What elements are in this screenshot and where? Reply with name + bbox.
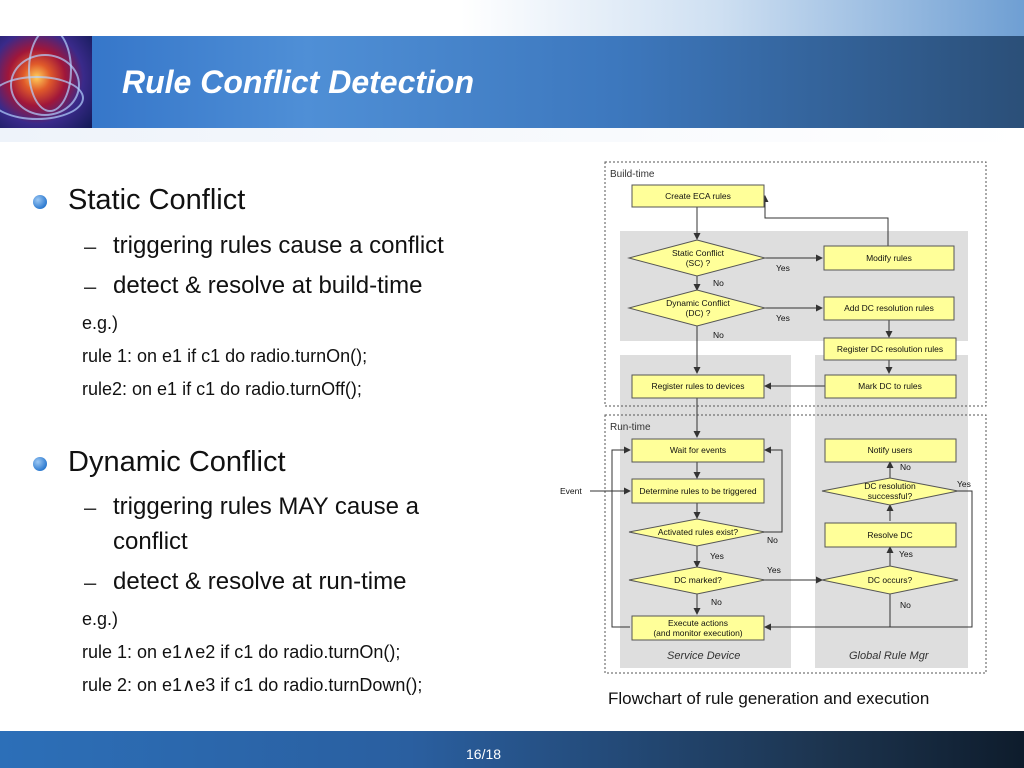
static-example-label: e.g.) bbox=[82, 313, 119, 333]
build-time-section bbox=[604, 161, 987, 407]
node-create-eca-rules bbox=[631, 184, 765, 208]
dynamic-rule-2: rule 2: on e1∧e3 if c1 do radio.turnDown… bbox=[82, 675, 423, 695]
dash-icon: – bbox=[84, 570, 97, 595]
node-dc-resolution bbox=[821, 477, 959, 506]
label-activated-no: No bbox=[767, 535, 778, 545]
dynamic-point-2: detect & resolve at run-time bbox=[113, 568, 407, 595]
label-activated-yes: Yes bbox=[710, 551, 724, 561]
node-wait-events-text: Wait for events bbox=[670, 445, 726, 455]
heading-dynamic-conflict: Dynamic Conflict bbox=[68, 446, 286, 478]
globe-logo-icon bbox=[0, 36, 92, 128]
node-determine-rules bbox=[631, 478, 765, 504]
label-dcr-yes: Yes bbox=[957, 479, 971, 489]
heading-static-conflict: Static Conflict bbox=[68, 184, 246, 216]
dash-icon: – bbox=[84, 274, 97, 299]
edge-execute-wait bbox=[611, 446, 631, 628]
node-resolve-dc-text: Resolve DC bbox=[867, 530, 912, 540]
global-rule-mgr-label: Global Rule Mgr bbox=[849, 650, 930, 662]
label-dc-yes: Yes bbox=[776, 313, 790, 323]
static-rule-1: rule 1: on e1 if c1 do radio.turnOn(); bbox=[82, 346, 368, 366]
static-rule-2: rule2: on e1 if c1 do radio.turnOff(); bbox=[82, 379, 362, 399]
footer-bar bbox=[0, 731, 1024, 768]
edge-activated-wait bbox=[764, 446, 783, 533]
dynamic-point-1-cont: conflict bbox=[113, 528, 188, 555]
node-execute-actions-text-2: (and monitor execution) bbox=[653, 628, 742, 638]
bullet-icon bbox=[33, 195, 47, 209]
edge-dcr-execute bbox=[764, 490, 973, 631]
node-register-devices-text: Register rules to devices bbox=[651, 381, 744, 391]
label-occurs-yes: Yes bbox=[899, 549, 913, 559]
node-activated-rules-text: Activated rules exist? bbox=[658, 527, 739, 537]
label-marked-yes: Yes bbox=[767, 565, 781, 575]
label-dc-no: No bbox=[713, 330, 724, 340]
service-device-label: Service Device bbox=[667, 650, 740, 662]
node-dynamic-conflict-text-1: Dynamic Conflict bbox=[666, 298, 730, 308]
node-mark-dc-text: Mark DC to rules bbox=[858, 381, 922, 391]
global-rule-mgr-panel bbox=[815, 355, 968, 668]
node-notify-users-text: Notify users bbox=[868, 445, 913, 455]
static-point-1: triggering rules cause a conflict bbox=[113, 232, 444, 259]
node-resolve-dc bbox=[824, 522, 957, 548]
node-static-conflict-text-1: Static Conflict bbox=[672, 248, 725, 258]
node-dc-occurs bbox=[821, 565, 959, 595]
node-modify-rules-text: Modify rules bbox=[866, 253, 912, 263]
node-dynamic-conflict bbox=[627, 289, 767, 327]
dynamic-example-label: e.g.) bbox=[82, 609, 119, 629]
label-marked-no: No bbox=[711, 597, 722, 607]
node-dc-resolution-text-1: DC resolution bbox=[864, 481, 916, 491]
dash-icon: – bbox=[84, 234, 97, 259]
node-dc-marked-text: DC marked? bbox=[674, 575, 722, 585]
node-activated-rules bbox=[628, 518, 766, 547]
node-register-dc-rules-text: Register DC resolution rules bbox=[837, 344, 943, 354]
node-notify-users bbox=[824, 438, 957, 463]
top-decoration-strip bbox=[0, 0, 1024, 36]
static-point-2: detect & resolve at build-time bbox=[113, 272, 423, 299]
label-dcr-no: No bbox=[900, 462, 911, 472]
node-register-dc-rules bbox=[823, 337, 957, 361]
dynamic-point-1: triggering rules MAY cause a bbox=[113, 493, 419, 520]
label-sc-no: No bbox=[713, 278, 724, 288]
node-add-dc-rules bbox=[823, 296, 955, 321]
node-wait-events bbox=[631, 438, 765, 463]
node-dynamic-conflict-text-2: (DC) ? bbox=[685, 308, 710, 318]
node-dc-marked bbox=[628, 566, 766, 595]
run-time-label: Run-time bbox=[610, 422, 651, 433]
title-bar bbox=[0, 36, 1024, 128]
edge-modify-create bbox=[761, 195, 889, 246]
node-execute-actions-text-1: Execute actions bbox=[668, 618, 728, 628]
node-static-conflict-text-2: (SC) ? bbox=[686, 258, 711, 268]
node-dc-resolution-text-2: successful? bbox=[868, 491, 913, 501]
dynamic-rule-1: rule 1: on e1∧e2 if c1 do radio.turnOn()… bbox=[82, 642, 401, 662]
run-time-section bbox=[604, 414, 987, 674]
node-create-eca-rules-text: Create ECA rules bbox=[665, 191, 731, 201]
node-dc-occurs-text: DC occurs? bbox=[868, 575, 913, 585]
node-mark-dc bbox=[824, 374, 957, 399]
label-occurs-no: No bbox=[900, 600, 911, 610]
build-time-label: Build-time bbox=[610, 169, 655, 180]
node-determine-rules-text: Determine rules to be triggered bbox=[639, 486, 756, 496]
label-event: Event bbox=[560, 486, 582, 496]
node-add-dc-rules-text: Add DC resolution rules bbox=[844, 303, 934, 313]
node-register-devices bbox=[631, 374, 765, 399]
dash-icon: – bbox=[84, 495, 97, 520]
figure-caption: Flowchart of rule generation and executi… bbox=[608, 689, 930, 708]
bullet-icon bbox=[33, 457, 47, 471]
label-sc-yes: Yes bbox=[776, 263, 790, 273]
slide-title: Rule Conflict Detection bbox=[122, 64, 475, 100]
title-underline bbox=[0, 128, 1024, 142]
page-number: 16/18 bbox=[466, 746, 502, 762]
node-execute-actions bbox=[631, 615, 765, 641]
node-modify-rules bbox=[823, 245, 955, 271]
node-static-conflict bbox=[627, 239, 767, 277]
